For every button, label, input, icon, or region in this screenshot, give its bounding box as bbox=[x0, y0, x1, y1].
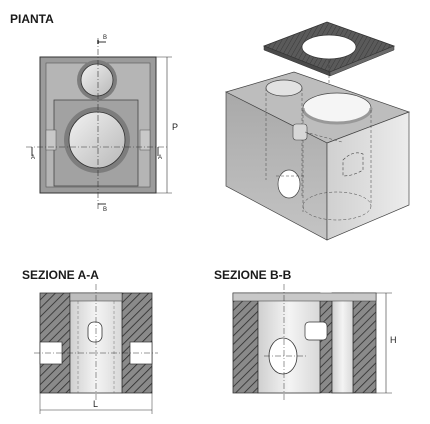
section-bb-left-wall bbox=[232, 292, 259, 394]
plan-heading: PIANTA bbox=[10, 12, 54, 26]
section-bb-side-port bbox=[304, 321, 328, 341]
lid-opening bbox=[301, 34, 357, 60]
plan-right-slot bbox=[139, 129, 151, 151]
cut-b-bottom-label: B bbox=[103, 207, 107, 213]
right-side-port bbox=[342, 152, 364, 177]
front-side-port bbox=[277, 169, 301, 199]
section-bb-partition bbox=[319, 300, 333, 394]
cut-a-right-label: A bbox=[158, 155, 162, 161]
section-bb-heading: SEZIONE B-B bbox=[214, 268, 292, 282]
isometric-view bbox=[225, 21, 411, 241]
section-aa-view: L bbox=[34, 284, 158, 414]
cut-a-left-label: A bbox=[31, 155, 35, 161]
plan-small-hole bbox=[80, 63, 114, 97]
section-bb-small-bore bbox=[331, 292, 354, 394]
dimension-h-label: H bbox=[390, 335, 397, 345]
plan-large-hole bbox=[68, 111, 126, 169]
section-bb-view: H bbox=[232, 284, 397, 400]
section-aa-heading: SEZIONE A-A bbox=[22, 268, 99, 282]
plan-view: B B A A P bbox=[26, 35, 178, 213]
cut-b-top-label: B bbox=[103, 35, 107, 41]
box-right-face bbox=[326, 111, 410, 241]
top-small-opening bbox=[265, 79, 303, 97]
section-aa-inner-port bbox=[87, 321, 103, 343]
dimension-p-label: P bbox=[172, 122, 178, 132]
inner-port bbox=[292, 123, 308, 141]
plan-left-slot bbox=[45, 129, 57, 151]
dimension-l-label: L bbox=[93, 399, 98, 409]
section-bb-right-wall bbox=[352, 292, 377, 394]
